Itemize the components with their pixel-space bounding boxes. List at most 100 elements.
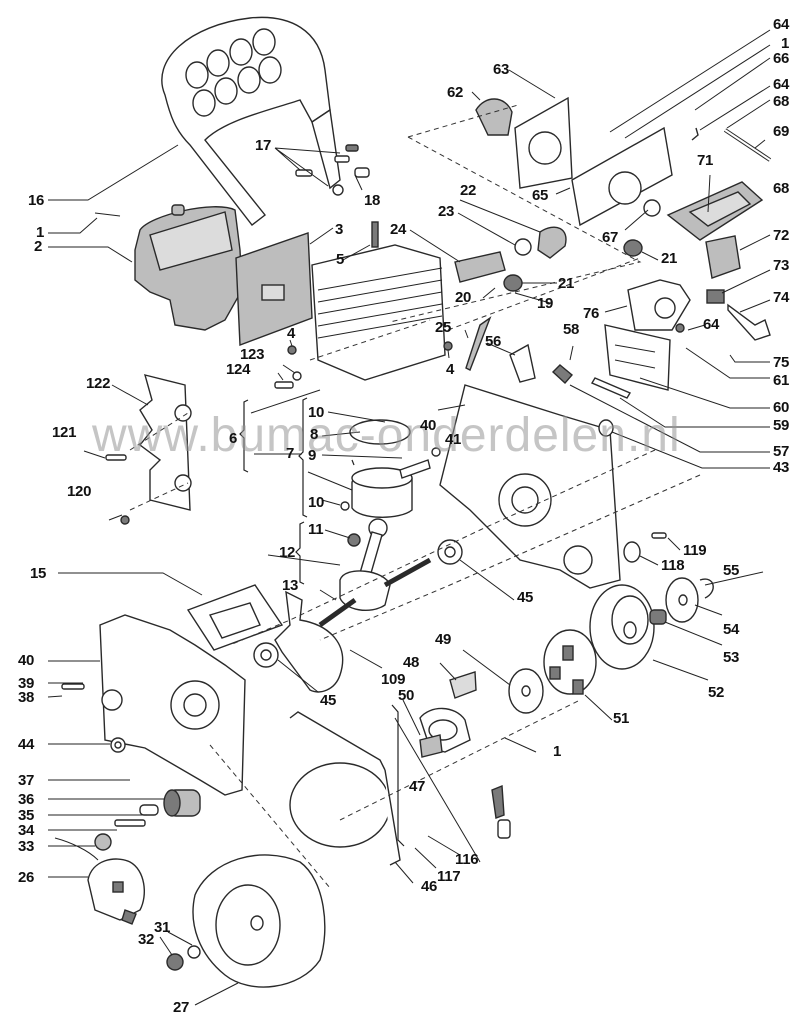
- front-handle-part: [161, 16, 341, 226]
- part-label-24: 24: [390, 221, 407, 238]
- throttle-linkage-part: [551, 364, 632, 437]
- right-crankcase-part: [439, 343, 621, 589]
- airfilter-base-part: [571, 126, 699, 227]
- base-gasket-part: [186, 584, 284, 651]
- washer-hole: [521, 685, 531, 697]
- part-label-117: 117: [437, 868, 461, 885]
- part-label-23: 23: [438, 203, 455, 220]
- part-label-1: 1: [36, 224, 45, 241]
- part-label-12: 12: [279, 544, 296, 561]
- part-label-10: 10: [308, 494, 325, 511]
- part-label-118: 118: [661, 557, 685, 574]
- part-label-63: 63: [493, 61, 510, 78]
- part-label-66: 66: [773, 50, 790, 67]
- part-label-19: 19: [537, 295, 554, 312]
- part-label-40: 40: [420, 417, 437, 434]
- part-label-8: 8: [310, 426, 319, 443]
- part-label-1: 1: [553, 743, 562, 760]
- part-label-21: 21: [661, 250, 678, 267]
- part-label-2: 2: [34, 238, 43, 255]
- part-label-60: 60: [773, 399, 790, 416]
- muffler-part: [94, 204, 243, 331]
- part-label-65: 65: [532, 187, 549, 204]
- air-filter-part: [666, 181, 764, 241]
- part-label-4: 4: [446, 361, 455, 378]
- part-label-39: 39: [18, 675, 35, 692]
- bushing-part: [623, 532, 667, 563]
- part-label-64: 64: [773, 16, 790, 33]
- muffler-nuts-part: [274, 316, 492, 389]
- part-label-3: 3: [335, 221, 344, 238]
- part-label-45: 45: [517, 589, 534, 606]
- needle-bearing-part: [649, 609, 667, 625]
- part-label-25: 25: [435, 319, 452, 336]
- part-label-116: 116: [455, 851, 479, 868]
- part-label-36: 36: [18, 791, 35, 808]
- part-label-54: 54: [723, 621, 740, 638]
- part-label-7: 7: [286, 445, 295, 462]
- heat-shield-part: [105, 374, 192, 525]
- spark-plug-part: [454, 226, 643, 292]
- part-label-38: 38: [18, 689, 35, 706]
- part-label-47: 47: [409, 778, 426, 795]
- part-label-75: 75: [773, 354, 790, 371]
- part-label-74: 74: [773, 289, 790, 306]
- carb-plate-part: [604, 324, 671, 391]
- part-label-56: 56: [485, 333, 502, 350]
- brake-band-part: [289, 711, 401, 866]
- part-label-121: 121: [52, 424, 77, 441]
- crankcase-gasket-part: [274, 590, 344, 693]
- part-label-124: 124: [226, 361, 251, 378]
- part-label-51: 51: [613, 710, 630, 727]
- cylinder-part: [311, 221, 446, 381]
- carburetor-part: [627, 279, 691, 333]
- part-label-67: 67: [602, 229, 619, 246]
- part-label-35: 35: [18, 807, 35, 824]
- part-label-5: 5: [336, 251, 345, 268]
- part-label-33: 33: [18, 838, 35, 855]
- part-label-43: 43: [773, 459, 790, 476]
- part-label-41: 41: [445, 431, 462, 448]
- circlip-part: [699, 578, 714, 599]
- leader-lines: [47, 29, 771, 1006]
- part-label-11: 11: [308, 521, 324, 538]
- starter-parts: [94, 789, 201, 851]
- part-label-18: 18: [364, 192, 381, 209]
- part-label-50: 50: [398, 687, 415, 704]
- part-label-76: 76: [583, 305, 600, 322]
- piston-part: [340, 419, 441, 518]
- part-label-32: 32: [138, 931, 155, 948]
- part-label-52: 52: [708, 684, 725, 701]
- bearing-part: [253, 539, 463, 668]
- clutch-washer-part: [665, 577, 699, 623]
- handle-fasteners-part: [295, 144, 370, 196]
- clutch-part: [543, 629, 597, 695]
- part-label-17: 17: [255, 137, 272, 154]
- crankshaft-part: [318, 518, 432, 628]
- part-label-40: 40: [18, 652, 35, 669]
- assembly-brackets: [239, 397, 405, 847]
- part-label-9: 9: [308, 447, 317, 464]
- left-crankcase-part: [61, 614, 246, 796]
- part-label-120: 120: [67, 483, 92, 500]
- part-label-1: 1: [781, 35, 790, 52]
- tube-part: [723, 128, 772, 162]
- part-label-6: 6: [229, 430, 238, 447]
- part-label-55: 55: [723, 562, 740, 579]
- part-label-62: 62: [447, 84, 464, 101]
- part-label-61: 61: [773, 372, 790, 389]
- part-label-37: 37: [18, 772, 35, 789]
- part-label-72: 72: [773, 227, 790, 244]
- part-label-53: 53: [723, 649, 740, 666]
- part-label-21: 21: [558, 275, 575, 292]
- part-label-58: 58: [563, 321, 580, 338]
- part-label-20: 20: [455, 289, 472, 306]
- part-label-16: 16: [28, 192, 45, 209]
- part-label-68: 68: [773, 180, 790, 197]
- part-label-22: 22: [460, 182, 477, 199]
- part-label-31: 31: [154, 919, 171, 936]
- part-label-64: 64: [703, 316, 720, 333]
- part-label-59: 59: [773, 417, 790, 434]
- part-label-10: 10: [308, 404, 325, 421]
